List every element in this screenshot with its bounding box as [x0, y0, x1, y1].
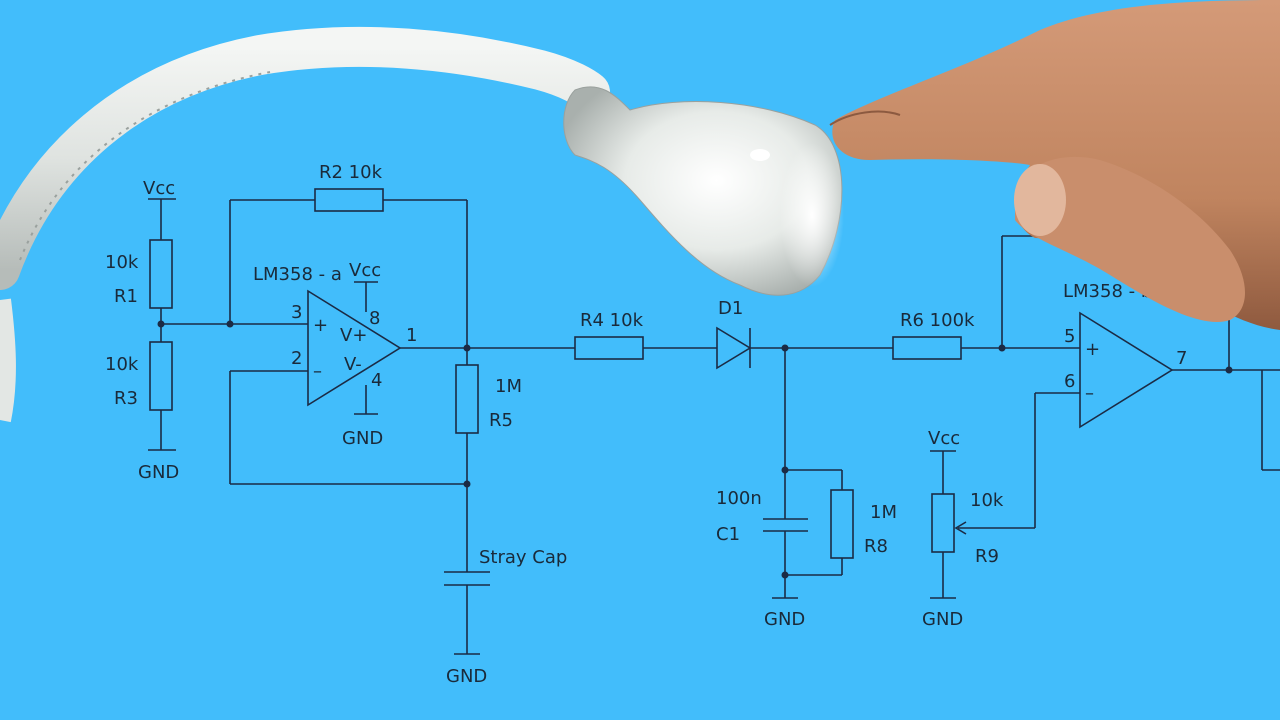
pin2-label: 2 — [291, 348, 302, 369]
gnd-c1-label: GND — [764, 609, 805, 630]
r3-resistor — [149, 341, 173, 411]
pin4-label: 4 — [371, 370, 382, 391]
r9-name-label: R9 — [975, 546, 999, 567]
vcc-r9-label: Vcc — [928, 428, 960, 449]
c1-name-label: C1 — [716, 524, 740, 545]
r5-name-label: R5 — [489, 410, 513, 431]
opamp-a — [229, 281, 575, 488]
r2-label: R2 10k — [319, 162, 383, 183]
voltage-divider — [148, 198, 308, 451]
r6-resistor — [892, 336, 962, 360]
r2-feedback — [229, 188, 468, 365]
pin5-label: 5 — [1064, 326, 1075, 347]
r4-diode — [574, 326, 893, 370]
r6-section — [892, 235, 1080, 360]
d1-label: D1 — [718, 298, 743, 319]
r1-name-label: R1 — [114, 286, 138, 307]
r1-value-label: 10k — [105, 252, 139, 273]
stray-cap-label: Stray Cap — [479, 547, 567, 568]
opamp-b-plus: + — [1085, 339, 1100, 360]
opamp-b-triangle — [1079, 311, 1174, 429]
gnd-stray-label: GND — [446, 666, 487, 687]
r9-value-label: 10k — [970, 490, 1004, 511]
pin7-label: 7 — [1176, 348, 1187, 369]
vcc-left-label: Vcc — [143, 178, 175, 199]
r9-resistor — [931, 493, 955, 553]
d1-diode — [716, 326, 752, 370]
r5-value-label: 1M — [495, 376, 522, 397]
r4-resistor — [574, 336, 644, 360]
r5-resistor — [455, 364, 479, 434]
r9-potentiometer — [930, 450, 956, 599]
r4-label: R4 10k — [580, 310, 644, 331]
r6-label: R6 100k — [900, 310, 975, 331]
opamp-a-label: LM358 - a — [253, 264, 342, 285]
r8-name-label: R8 — [864, 536, 888, 557]
vcc-a-label: Vcc — [349, 260, 381, 281]
vminus-label: V- — [344, 354, 362, 375]
opamp-a-plus: + — [313, 315, 328, 336]
r8-value-label: 1M — [870, 502, 897, 523]
vplus-label: V+ — [340, 325, 367, 346]
r5-and-stray-cap — [444, 364, 490, 655]
opamp-a-minus: – — [313, 361, 322, 382]
gnd-r9-label: GND — [922, 609, 963, 630]
pin6-label: 6 — [1064, 371, 1075, 392]
r3-name-label: R3 — [114, 388, 138, 409]
opamp-b-minus: – — [1085, 383, 1094, 404]
r1-resistor — [149, 239, 173, 309]
opamp-a-triangle — [307, 289, 402, 407]
pin8-label: 8 — [369, 308, 380, 329]
pin3-label: 3 — [291, 302, 302, 323]
c1-r8-network — [763, 348, 854, 599]
r2-resistor — [314, 188, 384, 212]
hand — [829, 0, 1280, 330]
r3-value-label: 10k — [105, 354, 139, 375]
c1-value-label: 100n — [716, 488, 762, 509]
pin1-label: 1 — [406, 325, 417, 346]
gooseneck-lamp — [0, 26, 844, 423]
opamp-b — [954, 311, 1280, 535]
gnd-left-label: GND — [138, 462, 179, 483]
gnd-a-label: GND — [342, 428, 383, 449]
r8-resistor — [830, 489, 854, 559]
